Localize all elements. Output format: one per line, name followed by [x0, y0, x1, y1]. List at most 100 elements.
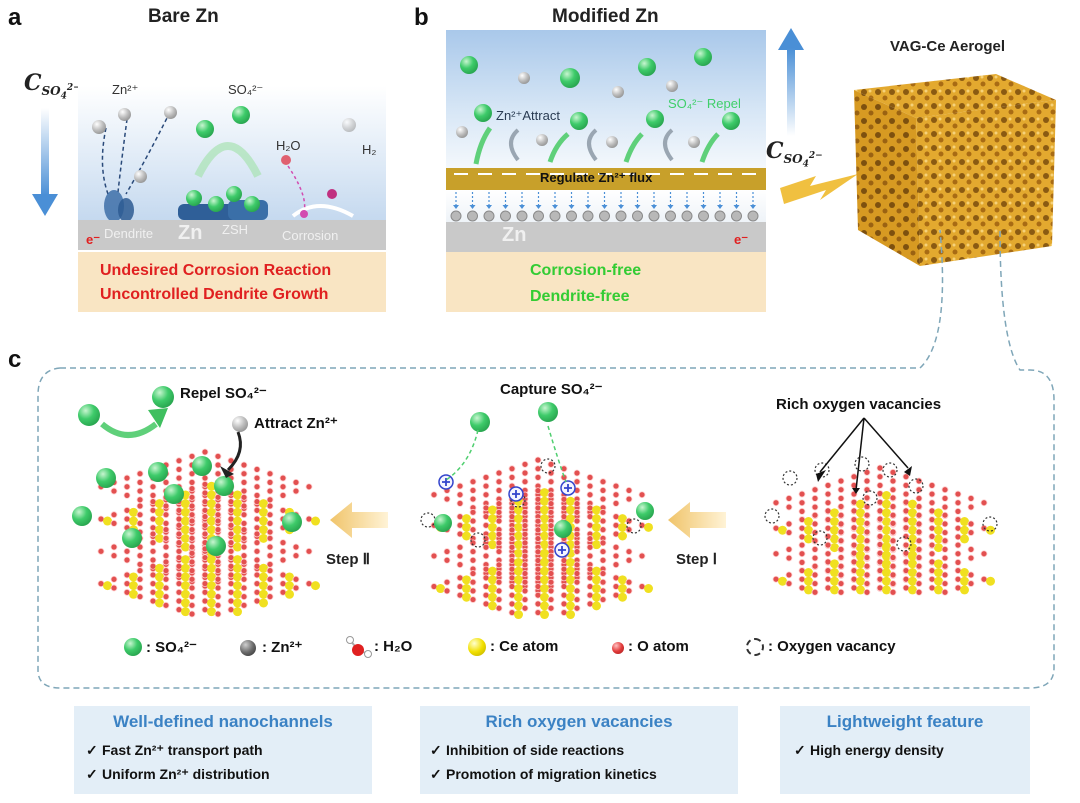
o-atom	[889, 519, 897, 527]
ce-atom	[514, 514, 523, 524]
o-atom	[534, 456, 542, 464]
o-atom	[123, 492, 131, 499]
ce-atom	[856, 517, 865, 527]
o-atom	[599, 587, 607, 595]
panel-a-sulfate-ion	[186, 190, 202, 206]
o-atom	[188, 593, 196, 601]
ce-atom	[181, 525, 190, 535]
o-atom	[240, 584, 248, 592]
o-atom	[456, 482, 464, 490]
panel-c-letter: c	[8, 346, 22, 373]
o-atom	[837, 545, 845, 553]
o-atom	[850, 541, 858, 549]
panel-c-dashed-frame	[37, 229, 1055, 689]
ce-atom	[462, 531, 471, 541]
ce-atom	[207, 581, 216, 591]
ce-atom	[155, 516, 164, 526]
o-atom	[292, 575, 300, 583]
deposited-zinc	[698, 210, 709, 222]
o-atom	[811, 494, 819, 502]
o-atom	[162, 502, 170, 510]
ce-atom	[882, 542, 891, 551]
o-atom	[573, 469, 581, 477]
flux-arrowhead	[486, 205, 492, 209]
ce-atom	[259, 525, 268, 535]
o-atom	[175, 457, 183, 465]
ce-atom	[908, 568, 917, 578]
ce-atom	[934, 525, 943, 535]
o-atom	[547, 500, 555, 508]
ce-atom	[908, 543, 917, 553]
o-atom	[162, 601, 170, 609]
o-atom	[837, 486, 845, 494]
incoming-sulfate	[538, 402, 558, 422]
legend-o-label: : O atom	[628, 638, 689, 655]
ce-atom	[960, 517, 969, 527]
flux-arrowhead	[469, 205, 476, 209]
ce-atom	[285, 589, 294, 599]
o-atom	[227, 547, 235, 555]
o-atom	[915, 562, 923, 570]
panel-a-issue-box	[78, 252, 386, 312]
o-atom	[162, 552, 170, 560]
o-atom	[443, 556, 451, 564]
o-atom	[188, 543, 196, 551]
flux-arrowhead	[568, 205, 575, 209]
o-atom	[266, 496, 274, 504]
ce-atom	[155, 572, 164, 582]
panel-a-sulfate-label: SO₄²⁻	[228, 82, 264, 97]
o-atom	[495, 508, 503, 516]
o-atom	[214, 593, 222, 601]
ce-atom	[856, 543, 865, 553]
repelled-sulfate	[152, 386, 174, 408]
o-atom	[547, 578, 555, 586]
o-atom	[162, 543, 170, 551]
ce-atom	[181, 542, 190, 552]
o-atom	[456, 500, 464, 507]
o-atom	[837, 588, 845, 596]
ce-atom	[566, 505, 575, 515]
ce-atom	[311, 516, 320, 526]
o-atom	[573, 500, 581, 508]
o-atom	[824, 499, 832, 507]
o-atom	[573, 517, 581, 525]
ce-atom	[285, 572, 294, 582]
o-atom	[430, 491, 438, 499]
o-atom	[123, 474, 131, 482]
ce-atom	[830, 534, 839, 544]
o-atom	[240, 543, 248, 551]
attract-arrow	[220, 431, 242, 478]
flux-arrowhead	[535, 205, 542, 209]
ce-atom	[181, 516, 190, 526]
o-atom	[495, 548, 503, 555]
ce-atom	[592, 522, 601, 532]
repel-callout: Repel SO₄²⁻	[180, 385, 267, 402]
o-atom	[253, 556, 261, 564]
o-atom	[266, 478, 274, 486]
o-atom	[941, 529, 949, 536]
ce-atom	[830, 585, 839, 595]
o-atom	[863, 580, 871, 587]
panel-a-issue-1: Undesired Corrosion Reaction	[100, 262, 332, 279]
o-atom	[240, 493, 248, 501]
ce-atom	[592, 575, 601, 585]
feature-item: ✓Inhibition of side reactions	[430, 742, 625, 758]
ce-atom	[882, 559, 891, 569]
o-atom	[837, 520, 845, 528]
panel-a-hydrogen-bubble	[342, 118, 356, 132]
o-atom	[612, 500, 620, 507]
ce-atom	[566, 566, 575, 576]
feature-title-lightweight: Lightweight feature	[826, 712, 984, 731]
o-atom	[162, 584, 170, 592]
oxygen-vacancy	[908, 478, 924, 494]
panel-b-sulfate-ion	[474, 104, 492, 122]
o-atom	[599, 508, 607, 516]
ce-atom	[856, 568, 865, 578]
o-atom	[772, 550, 780, 558]
feature-title-vacancies: Rich oxygen vacancies	[485, 712, 673, 731]
o-atom	[837, 580, 845, 587]
o-atom	[266, 543, 274, 551]
o-atom	[811, 562, 819, 570]
o-atom	[824, 490, 832, 498]
o-atom	[214, 601, 222, 609]
